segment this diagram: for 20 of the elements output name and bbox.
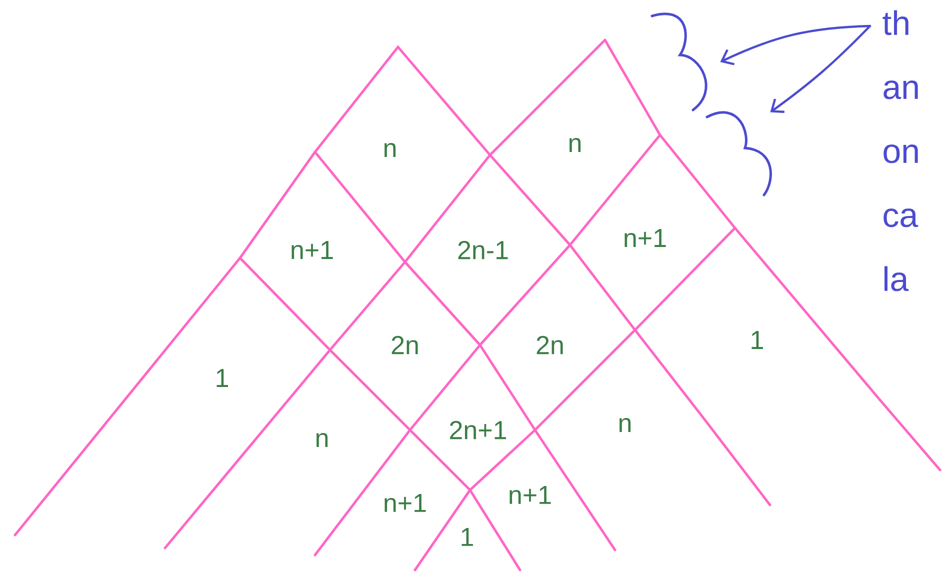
region-label: 1 [216,369,228,387]
region-label: n [620,418,631,432]
region-label: 1 [462,528,473,546]
region-label: 2n+1 [450,420,506,440]
squiggle [650,12,708,112]
squiggle [706,111,772,196]
region-label: n+1 [292,241,333,259]
region-label: n [384,143,396,157]
handwritten-note: th an on ca la [882,10,918,292]
region-label: n [316,433,328,447]
region-label: 2n-1 [458,240,508,260]
region-label: n+1 [624,229,666,247]
region-label: 2n [392,336,418,354]
region-label: n [570,138,581,152]
region-label: n+1 [384,494,426,512]
arrow [770,24,872,113]
region-label: 1 [752,331,763,349]
region-label: 2n [536,336,563,354]
arrow [720,24,872,66]
region-label: n+1 [510,486,551,504]
